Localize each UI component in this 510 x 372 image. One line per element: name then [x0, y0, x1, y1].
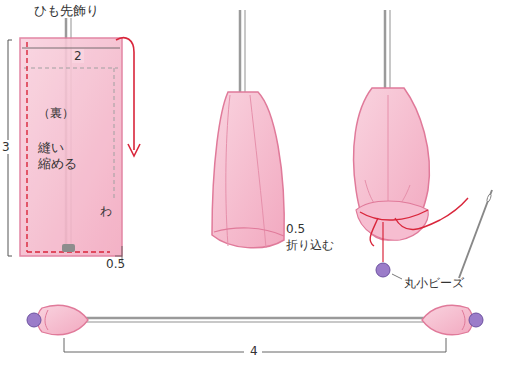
dimension-label: 0.5 — [286, 222, 305, 236]
note-text: （裏） — [38, 106, 74, 120]
tulip-shape — [354, 10, 492, 279]
note-text: 縫い 縮める — [38, 140, 81, 171]
part-name: 丸小ビーズ — [404, 276, 464, 290]
dimension-label: 3 — [0, 140, 12, 154]
note-text: 折り込む — [286, 238, 334, 252]
title-text: ひも先飾り — [34, 3, 99, 19]
dimension-label: 4 — [248, 344, 260, 358]
gathered-cone — [212, 10, 284, 248]
dimension-label: 0.5 — [106, 257, 125, 271]
note-text: わ — [100, 204, 112, 218]
dimension-label: 2 — [72, 49, 84, 63]
fabric-flat — [8, 18, 140, 262]
